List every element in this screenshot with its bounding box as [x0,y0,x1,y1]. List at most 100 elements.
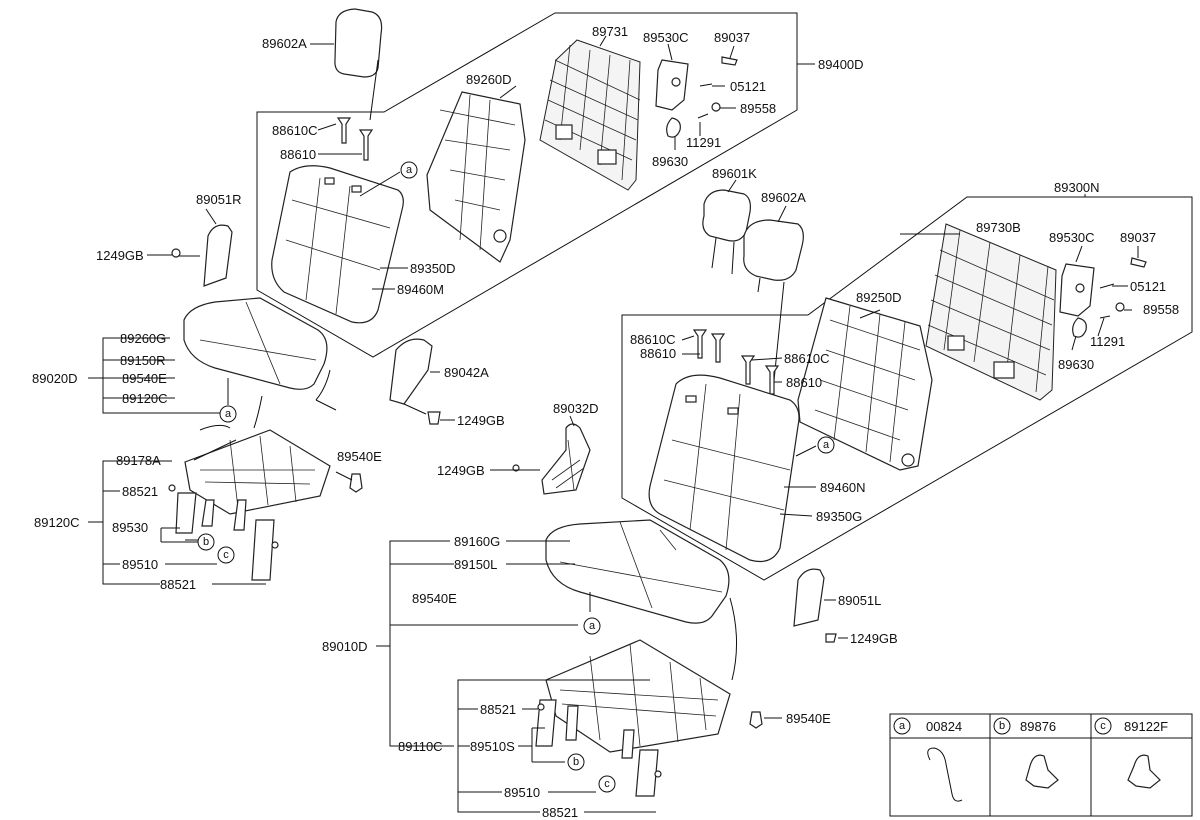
label-side-trim-mid: 89042A [444,365,489,380]
seat-frame-right [535,639,731,797]
label-back-panel-right: 89730B [976,220,1021,235]
label-bolt-88521-left2: 88521 [160,577,196,592]
label-nut-left: 89558 [740,101,776,116]
callout-letter: a [225,408,232,420]
hook-clip-icon [927,747,963,802]
label-recliner-cov-left: 89530 [112,520,148,535]
label-striker-right: 89630 [1058,357,1094,372]
label-screw-right: 05121 [1130,279,1166,294]
label-striker-left: 89630 [652,154,688,169]
label-frame-right-bottom: 89110C [398,739,443,754]
side-trim-89042A [389,338,433,405]
callout-a-left-back: a [400,161,418,179]
label-cush-group-right: 89010D [322,639,368,654]
headrest-right-a [743,219,804,421]
label-trim-l-right: 89051L [838,593,881,608]
seat-cushion-left [183,297,337,411]
legend-letter: a [899,720,906,732]
trim-89051R [203,224,233,287]
legend-item-c: c 89122F [1094,717,1168,789]
heater-connector-right [749,711,763,729]
back-panel-right [925,223,1057,401]
label-cush-pad-left: 89150R [120,353,166,368]
label-bolt-left: 11291 [686,135,721,150]
label-pad-left: 89350D [410,261,456,276]
legend-item-a: a 00824 [893,717,963,802]
label-guide-right2: 88610 [786,375,822,390]
label-guide-c-left: 88610C [272,123,318,138]
label-guide-c-right1: 88610C [630,332,676,347]
label-nut-right: 89558 [1143,302,1179,317]
label-cover-right: 89460N [820,480,866,495]
label-heater-mid: 89540E [337,449,382,464]
back-panel-left [539,39,641,191]
label-heater-left: 89540E [122,371,167,386]
label-cush-group-left: 89020D [32,371,78,386]
label-hr-left: 89602A [262,36,307,51]
legend-part-number: 00824 [926,719,962,734]
label-cush-cover-right: 89160G [454,534,500,549]
back-cushion-right [648,374,800,563]
label-bolt-1249-mid: 1249GB [457,413,505,428]
label-bolt-88521-right2: 88521 [542,805,578,820]
label-trim-r-left: 89051R [196,192,242,207]
label-pin-right: 89037 [1120,230,1156,245]
callout-letter: a [589,620,596,632]
label-bolt-right: 11291 [1090,334,1125,349]
label-cover-left: 89460M [397,282,444,297]
label-bolt-1249-right: 1249GB [850,631,898,646]
label-screw-left: 05121 [730,79,766,94]
label-pin-left: 89037 [714,30,750,45]
heater-connector-left [349,473,363,493]
callout-letter: c [223,549,229,561]
callout-b-right: b [567,753,585,771]
callout-letter: b [203,536,209,548]
label-bolt-1249-left: 1249GB [96,248,144,263]
label-guide-c-right2: 88610C [784,351,830,366]
latch-right [1059,263,1095,338]
seat-frame-left [168,395,331,581]
label-bolt-88521-right: 88521 [480,702,516,717]
legend-part-number: 89122F [1124,719,1168,734]
label-cush-pad-right: 89150L [454,557,497,572]
label-frame-left-bottom: 89120C [34,515,80,530]
callout-c-right: c [598,775,616,793]
label-hr-right-k: 89601K [712,166,757,181]
hinge-trim-89032D [541,423,591,495]
label-cush-frame-left: 89120C [122,391,168,406]
legend-part-number: 89876 [1020,719,1056,734]
back-frame-right [797,297,933,471]
headrest-left [334,8,383,121]
callout-a-right-cushion: a [583,617,601,635]
clip-c-icon [1127,754,1161,789]
callout-a-left-cushion: a [219,405,237,423]
clip-b-icon [1025,754,1059,789]
callout-b-left: b [197,533,215,551]
label-hinge-trim-mid: 89032D [553,401,599,416]
label-hr-right-a: 89602A [761,190,806,205]
label-heater-right: 89540E [786,711,831,726]
label-recliner-cov-right: 89510S [470,739,515,754]
label-latch-right: 89530C [1049,230,1095,245]
callout-c-left: c [217,546,235,564]
legend-table: a 00824 b 89876 c 89122F [889,713,1193,817]
label-bolt-88521-left: 88521 [122,484,158,499]
group-box-right-back [621,196,1193,581]
group-box-left-back [256,12,798,358]
label-back-panel-left: 89731 [592,24,628,39]
latch-left [655,59,689,138]
label-cable-left: 89178A [116,453,161,468]
legend-item-b: b 89876 [993,717,1059,789]
callout-letter: b [573,756,579,768]
callout-a-right-back: a [817,436,835,454]
label-group-left-back: 89400D [818,57,864,72]
label-frame-left: 89260D [466,72,512,87]
label-latch-left: 89530C [643,30,689,45]
legend-letter: c [1100,720,1106,732]
label-guide-left: 88610 [280,147,316,162]
trim-89051L [793,568,825,627]
legend-letter: b [999,720,1005,732]
callout-letter: c [604,778,610,790]
label-pad-right: 89350G [816,509,862,524]
label-cush-cover-left: 89260G [120,331,166,346]
